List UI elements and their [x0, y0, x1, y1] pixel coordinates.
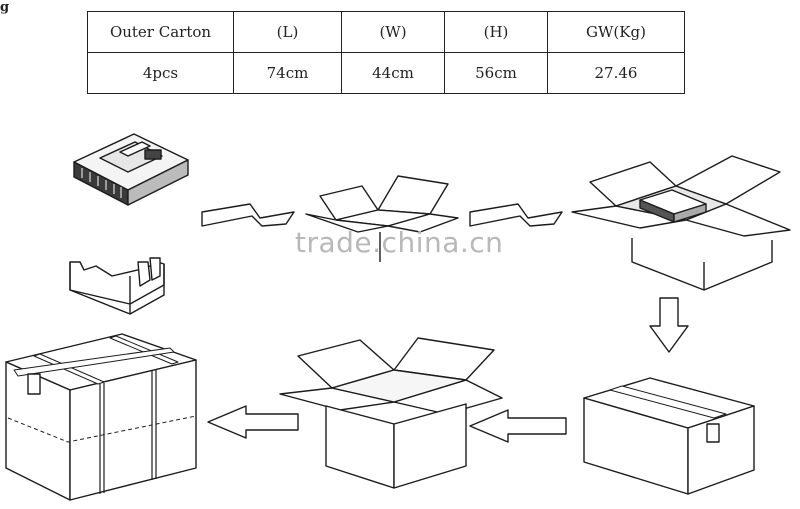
taped-carton-illustration — [5, 333, 197, 501]
outer-carton-spec-table: Outer Carton (L) (W) (H) GW(Kg) 4pcs 74c… — [87, 11, 685, 94]
open-box-illustration — [305, 175, 459, 262]
watermark-text: trade.china.cn — [295, 226, 504, 259]
box-with-product-illustration — [571, 155, 791, 291]
product-unit-illustration — [73, 133, 189, 206]
arrow-left-icon — [469, 409, 567, 443]
cell-width: 44cm — [341, 52, 445, 94]
table-row: 4pcs 74cm 44cm 56cm 27.46 — [87, 52, 685, 94]
sealed-box-illustration — [583, 377, 755, 495]
arrow-left-icon — [207, 405, 299, 439]
header-gross-weight: GW(Kg) — [547, 11, 685, 53]
table-header-row: Outer Carton (L) (W) (H) GW(Kg) — [87, 11, 685, 53]
foam-insert-illustration — [69, 257, 165, 315]
cell-gross-weight: 27.46 — [547, 52, 685, 94]
header-height: (H) — [444, 11, 548, 53]
arrow-right-icon — [201, 203, 295, 227]
arrow-down-icon — [649, 297, 689, 353]
cell-height: 56cm — [444, 52, 548, 94]
header-outer-carton: Outer Carton — [87, 11, 234, 53]
corner-mark: g — [0, 0, 10, 15]
header-length: (L) — [233, 11, 342, 53]
cell-length: 74cm — [233, 52, 342, 94]
header-width: (W) — [341, 11, 445, 53]
cell-quantity: 4pcs — [87, 52, 234, 94]
open-empty-box-illustration — [279, 337, 503, 489]
arrow-right-icon — [469, 203, 563, 227]
